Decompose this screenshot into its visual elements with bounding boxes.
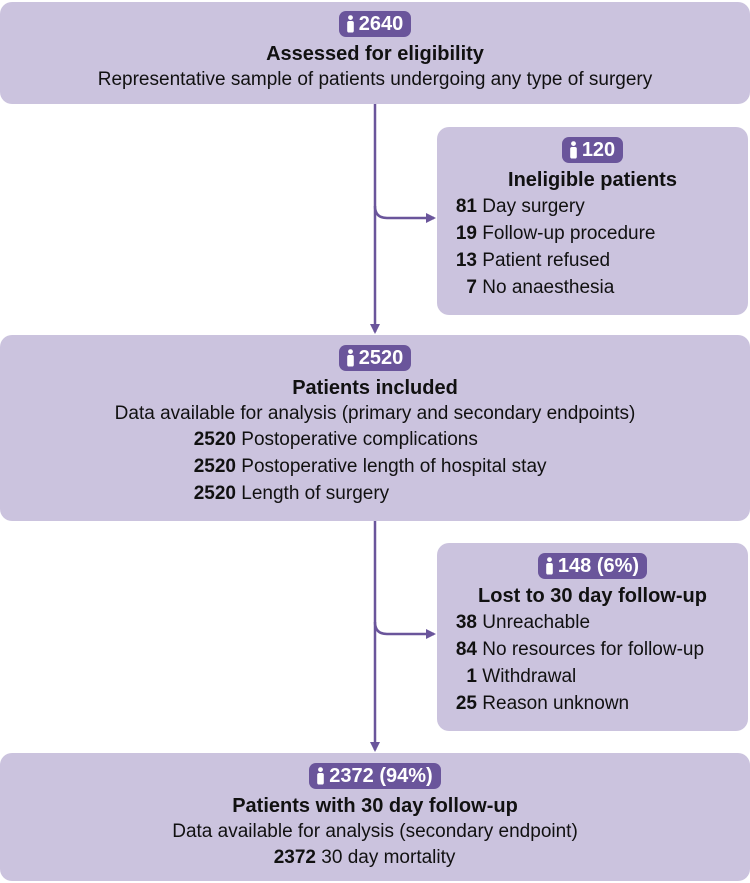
item-count: 19 xyxy=(455,223,477,244)
item-label: Patient refused xyxy=(482,250,611,271)
item-label: No resources for follow-up xyxy=(482,639,705,660)
item-count: 13 xyxy=(455,250,477,271)
followup-title: Patients with 30 day follow-up xyxy=(232,795,518,817)
item-count: 1 xyxy=(466,666,477,687)
item-label: Postoperative complications xyxy=(241,429,478,450)
ineligible-count-badge: 120 xyxy=(561,137,624,163)
list-item: 1 Withdrawal xyxy=(449,663,704,690)
included-count-badge: 2520 xyxy=(338,345,412,371)
list-item: 2372 30 day mortality xyxy=(262,844,456,871)
item-count: 25 xyxy=(455,693,477,714)
followup-subtitle: Data available for analysis (secondary e… xyxy=(172,821,578,842)
assessed-title: Assessed for eligibility xyxy=(266,43,484,65)
included-list: 2520 Postoperative complications 2520 Po… xyxy=(182,426,547,507)
item-count: 81 xyxy=(455,196,477,217)
item-label: Follow-up procedure xyxy=(482,223,656,244)
followup-count-badge: 2372 (94%) xyxy=(309,763,441,789)
item-label: Postoperative length of hospital stay xyxy=(241,456,547,477)
arrow-to-lost xyxy=(373,621,436,639)
person-icon xyxy=(346,349,355,367)
list-item: 84 No resources for follow-up xyxy=(449,636,704,663)
item-count: 7 xyxy=(466,277,477,298)
item-count: 38 xyxy=(455,612,477,633)
person-icon xyxy=(569,141,578,159)
ineligible-list: 81 Day surgery 19 Follow-up procedure 13… xyxy=(449,193,656,301)
included-box: 2520 Patients included Data available fo… xyxy=(0,335,750,521)
item-label: 30 day mortality xyxy=(321,847,456,868)
person-icon xyxy=(545,557,554,575)
item-label: Reason unknown xyxy=(482,693,630,714)
list-item: 25 Reason unknown xyxy=(449,690,704,717)
followup-count: 2372 (94%) xyxy=(329,765,433,787)
assessed-count: 2640 xyxy=(358,13,404,35)
item-label: No anaesthesia xyxy=(482,277,615,298)
assessed-box: 2640 Assessed for eligibility Representa… xyxy=(0,2,750,104)
arrow-to-ineligible xyxy=(373,205,436,223)
list-item: 13 Patient refused xyxy=(449,247,655,274)
lost-list: 38 Unreachable 84 No resources for follo… xyxy=(449,609,704,717)
list-item: 2520 Length of surgery xyxy=(182,480,547,507)
person-icon xyxy=(346,15,355,33)
included-count: 2520 xyxy=(358,347,404,369)
list-item: 7 No anaesthesia xyxy=(449,274,655,301)
included-title: Patients included xyxy=(292,377,458,399)
lost-box: 148 (6%) Lost to 30 day follow-up 38 Unr… xyxy=(437,543,748,731)
item-label: Length of surgery xyxy=(241,483,390,504)
lost-count-badge: 148 (6%) xyxy=(537,553,648,579)
list-item: 38 Unreachable xyxy=(449,609,704,636)
item-label: Withdrawal xyxy=(482,666,577,687)
person-icon xyxy=(316,767,325,785)
item-count: 84 xyxy=(455,639,477,660)
followup-list: 2372 30 day mortality xyxy=(262,844,456,871)
assessed-subtitle: Representative sample of patients underg… xyxy=(97,69,653,90)
lost-title: Lost to 30 day follow-up xyxy=(478,585,707,607)
item-count: 2520 xyxy=(193,483,236,504)
item-label: Day surgery xyxy=(482,196,585,217)
list-item: 2520 Postoperative complications xyxy=(182,426,547,453)
list-item: 2520 Postoperative length of hospital st… xyxy=(182,453,547,480)
ineligible-box: 120 Ineligible patients 81 Day surgery 1… xyxy=(437,127,748,315)
item-count: 2520 xyxy=(193,456,236,477)
list-item: 19 Follow-up procedure xyxy=(449,220,656,247)
included-subtitle: Data available for analysis (primary and… xyxy=(114,403,636,424)
item-count: 2372 xyxy=(273,847,316,868)
list-item: 81 Day surgery xyxy=(449,193,655,220)
ineligible-count: 120 xyxy=(581,139,616,161)
item-label: Unreachable xyxy=(482,612,591,633)
assessed-count-badge: 2640 xyxy=(338,11,412,37)
ineligible-title: Ineligible patients xyxy=(508,169,677,191)
item-count: 2520 xyxy=(193,429,236,450)
followup-box: 2372 (94%) Patients with 30 day follow-u… xyxy=(0,753,750,881)
lost-count: 148 (6%) xyxy=(557,555,640,577)
